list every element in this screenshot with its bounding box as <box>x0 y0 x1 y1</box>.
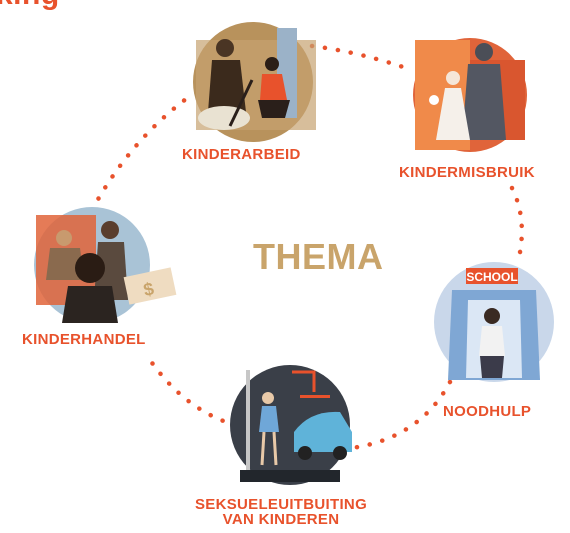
label-seksueleuitbuiting-line2: VAN KINDEREN <box>222 511 340 528</box>
label-seksueleuitbuiting: SEKSUELEUITBUITING VAN KINDEREN <box>191 497 371 527</box>
node-seksueleuitbuiting <box>230 365 352 485</box>
connector-noodhulp-seksuele <box>349 379 453 451</box>
node-kindermisbruik <box>413 38 527 152</box>
label-kinderhandel: KINDERHANDEL <box>22 331 146 348</box>
sexual-exploitation-illustration <box>240 370 352 482</box>
child-trafficking-illustration: $ <box>36 215 177 323</box>
dollar-sign: $ <box>142 279 156 301</box>
school-sign-text: SCHOOL <box>466 270 517 284</box>
child-labor-illustration <box>196 28 316 130</box>
dollar-bill <box>123 267 177 305</box>
node-noodhulp: SCHOOL <box>434 262 554 382</box>
page-heading: king <box>0 0 60 12</box>
node-kinderhandel: $ <box>34 207 177 323</box>
label-noodhulp: NOODHULP <box>443 403 532 420</box>
connector-seksuele-handel <box>147 357 238 428</box>
dotted-connectors <box>89 43 525 451</box>
label-seksueleuitbuiting-line1: SEKSUELEUITBUITING <box>194 496 368 513</box>
school-sign <box>466 268 518 284</box>
connector-misbruik-noodhulp <box>509 185 525 265</box>
connector-arbeid-misbruik <box>309 43 415 73</box>
center-title: THEMA <box>253 236 384 277</box>
emergency-aid-illustration: SCHOOL <box>448 268 540 380</box>
label-kindermisbruik: KINDERMISBRUIK <box>399 164 535 181</box>
connector-handel-arbeid <box>89 93 193 213</box>
node-kinderarbeid <box>193 22 316 142</box>
child-abuse-illustration <box>415 40 525 150</box>
label-kinderarbeid: KINDERARBEID <box>182 146 301 163</box>
